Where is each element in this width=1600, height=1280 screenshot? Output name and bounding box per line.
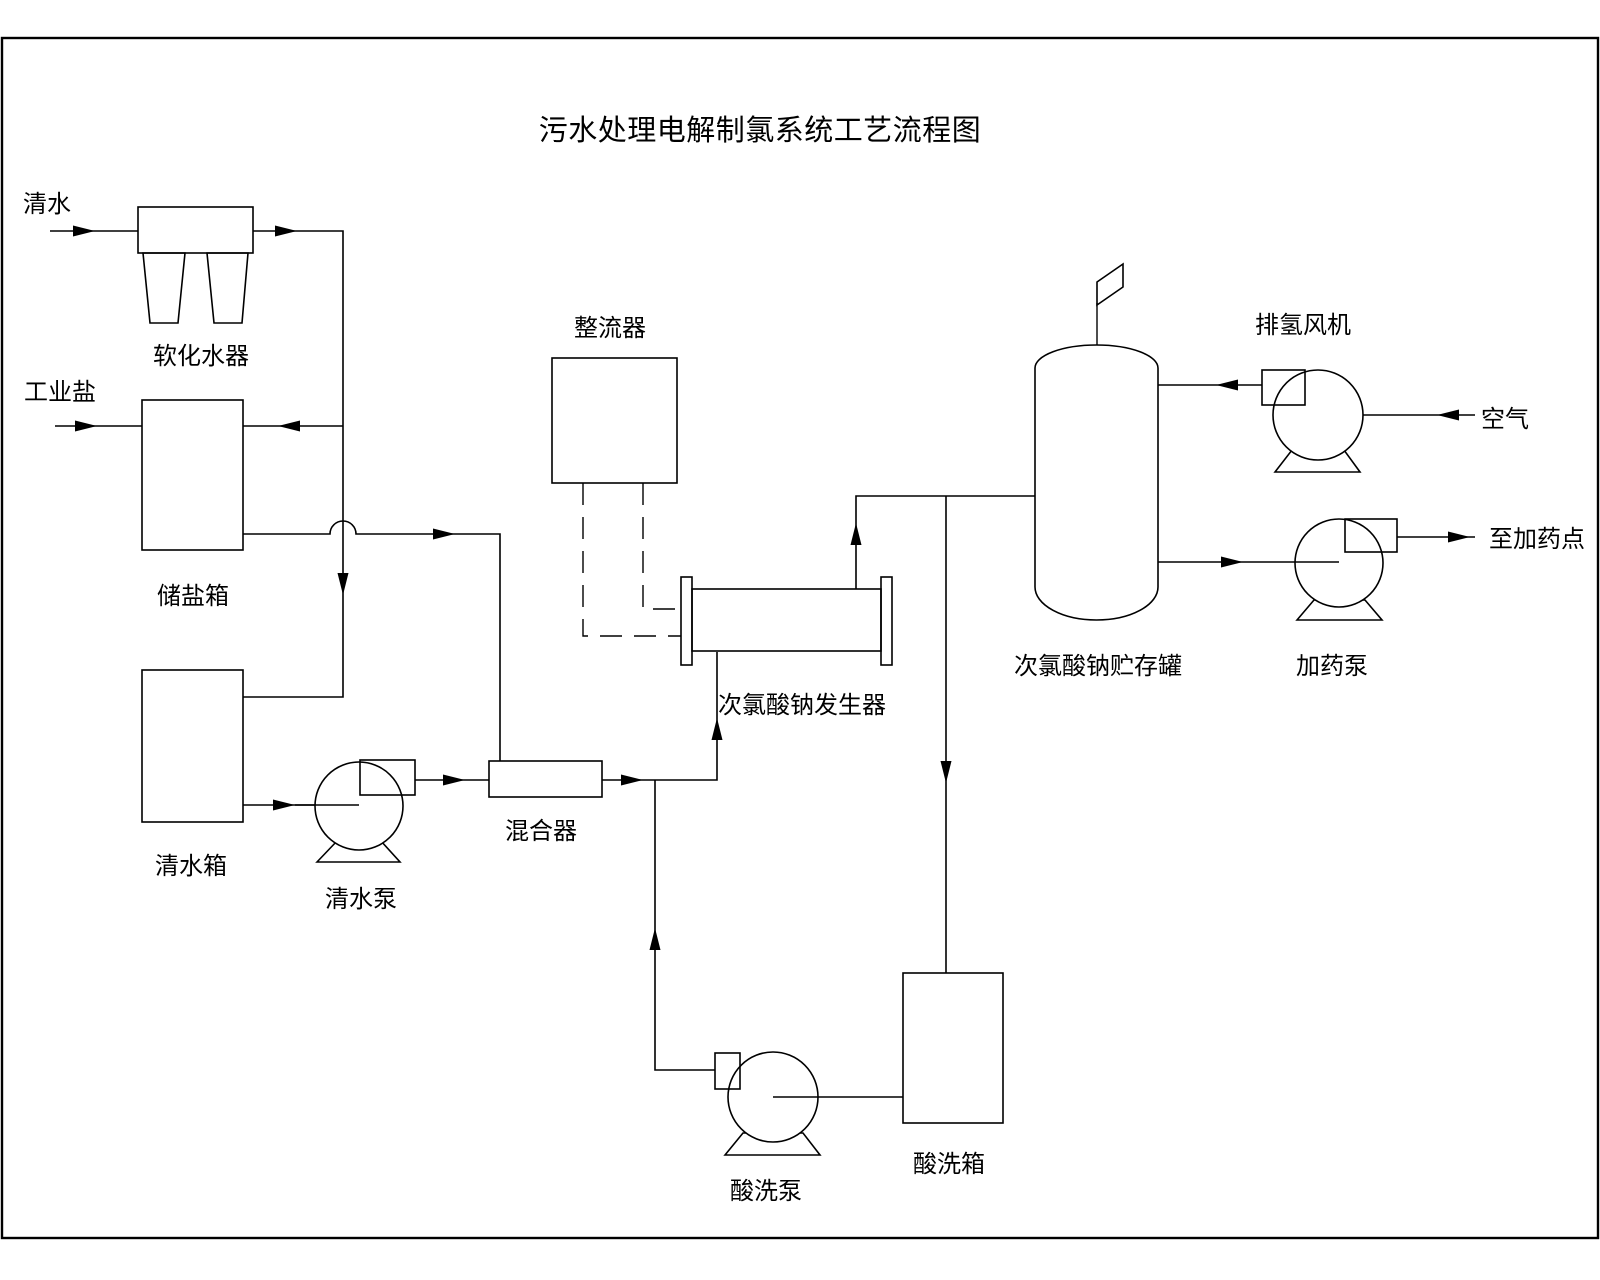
hypochlorite-generator (680, 576, 893, 666)
dosing-pump (1294, 518, 1398, 621)
pump-discharge-port (1344, 518, 1398, 553)
pump-base (1295, 599, 1384, 621)
label-salt-storage-tank: 储盐箱 (157, 582, 229, 610)
piping-lines (50, 230, 1475, 1098)
rectifier (551, 357, 678, 484)
acid-wash-tank (902, 972, 1004, 1124)
hydrogen-exhaust-fan (1261, 369, 1364, 473)
fan-body (1272, 369, 1364, 461)
label-water-softener: 软化水器 (153, 342, 249, 370)
clean-water-pump (295, 759, 416, 863)
generator-body (691, 588, 882, 652)
dc-cable-2 (642, 483, 681, 610)
label-air-in: 空气 (1481, 405, 1529, 433)
pump-body (1294, 518, 1384, 608)
generator-feed-line (602, 652, 718, 781)
arrow-right (443, 774, 465, 786)
rectifier-dc-lines (582, 483, 681, 637)
arrow-up (649, 928, 661, 950)
label-to-dosing-point: 至加药点 (1489, 525, 1585, 553)
fan-outlet-port (1261, 369, 1306, 406)
arrow-left (278, 420, 300, 432)
pump-discharge-port (714, 1052, 741, 1090)
label-clean-water-pump: 清水泵 (325, 885, 397, 913)
pump-discharge-port (359, 759, 416, 796)
softened-water-line (243, 230, 344, 698)
diagram-title: 污水处理电解制氯系统工艺流程图 (539, 113, 982, 147)
dc-cable-1 (582, 483, 681, 637)
arrow-right (273, 799, 295, 811)
arrow-right (1448, 531, 1470, 543)
arrow-down (940, 761, 952, 783)
arrow-right (621, 774, 643, 786)
label-industrial-salt: 工业盐 (24, 378, 96, 406)
arrow-right (1221, 556, 1243, 568)
label-clean-water-tank: 清水箱 (155, 852, 227, 880)
arrow-down (337, 573, 349, 595)
label-mixer: 混合器 (505, 817, 577, 845)
softener-cartridge-right (206, 252, 249, 324)
salt-storage-tank (141, 399, 244, 551)
arrow-right (433, 528, 455, 540)
label-hypochlorite-storage-tank: 次氯酸钠贮存罐 (1014, 652, 1182, 680)
label-clean-water-in: 清水 (23, 190, 71, 218)
label-dosing-pump: 加药泵 (1296, 652, 1368, 680)
label-hydrogen-exhaust-fan: 排氢风机 (1255, 311, 1351, 339)
label-hypochlorite-generator: 次氯酸钠发生器 (718, 691, 886, 719)
flow-arrows (73, 225, 1470, 950)
hypochlorite-storage-tank (1034, 262, 1159, 621)
generator-flange-right (880, 576, 893, 666)
pump-body (314, 761, 404, 851)
clean-water-tank (141, 669, 244, 823)
arrow-right (275, 225, 297, 237)
label-acid-wash-tank: 酸洗箱 (913, 1150, 985, 1178)
softener-head (137, 206, 254, 254)
generator-outlet-line (855, 495, 1035, 589)
acid-return-line (654, 780, 715, 1071)
drawing-border (0, 36, 1600, 1240)
water-softener (137, 206, 254, 324)
arrow-left (1216, 379, 1238, 391)
storage-tank-shell (1034, 344, 1159, 621)
generator-flange-left (680, 576, 693, 666)
pump-base (723, 1132, 822, 1156)
arrow-right (73, 225, 95, 237)
softener-cartridge-left (142, 252, 186, 324)
mixer (488, 760, 603, 798)
arrow-up (850, 523, 862, 545)
label-rectifier: 整流器 (574, 314, 646, 342)
label-acid-wash-pump: 酸洗泵 (730, 1177, 802, 1205)
brine-line (243, 520, 501, 761)
vent-flag (1096, 262, 1124, 307)
arrow-left (1437, 409, 1459, 421)
arrow-right (75, 420, 97, 432)
arrow-up (711, 718, 723, 740)
acid-wash-pump (714, 1051, 822, 1156)
